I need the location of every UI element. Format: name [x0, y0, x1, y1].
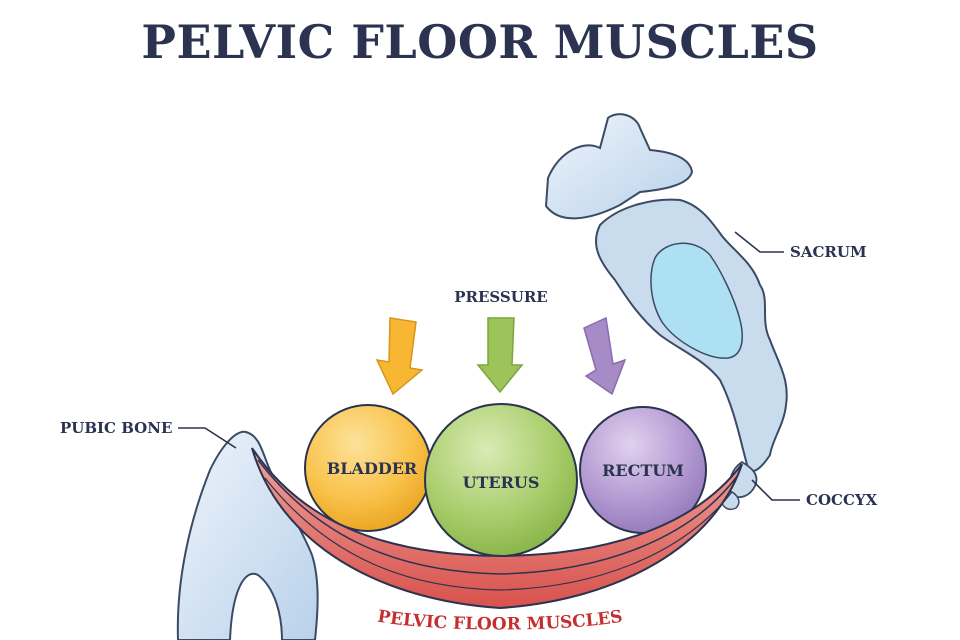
pressure-label: PRESSURE: [454, 288, 548, 306]
coccyx-label: COCCYX: [806, 491, 878, 509]
uterus: UTERUS: [424, 403, 578, 557]
sacrum-label: SACRUM: [790, 243, 867, 261]
coccyx-leader: [751, 479, 800, 501]
rectum: RECTUM: [579, 406, 707, 534]
uterus-label: UTERUS: [463, 473, 540, 492]
bladder-label: BLADDER: [327, 459, 418, 478]
pressure-arrow-green: [476, 317, 524, 394]
rectum-label: RECTUM: [602, 461, 684, 480]
pressure-arrow-purple: [583, 316, 627, 396]
pubic-bone: [176, 430, 319, 640]
pelvic-floor-muscles-label: PELVIC FLOOR MUSCLES: [376, 607, 624, 635]
pelvic-floor-muscles-text: PELVIC FLOOR MUSCLES: [376, 607, 624, 635]
pelvic-floor-muscle: [251, 447, 743, 610]
sacrum-bone: [544, 113, 788, 473]
pubic-bone-leader: [178, 427, 237, 449]
sacrum-leader: [734, 231, 784, 253]
pressure-arrow-yellow: [375, 317, 424, 396]
page-title: PELVIC FLOOR MUSCLES: [141, 15, 818, 69]
pubic-bone-label: PUBIC BONE: [60, 419, 172, 437]
bladder: BLADDER: [304, 404, 432, 532]
